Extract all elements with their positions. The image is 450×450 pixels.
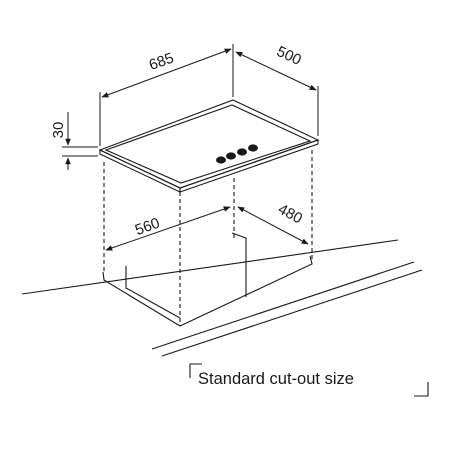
- caption-bracket: [189, 363, 429, 397]
- dim-hob-width: 685: [99, 44, 234, 146]
- dim-hob-depth: 500: [235, 43, 319, 136]
- dim-label-hob-width: 685: [147, 50, 176, 75]
- control-knobs: [216, 144, 258, 164]
- projection-lines: [103, 150, 313, 326]
- knob: [226, 152, 236, 160]
- dim-label-cutout-width: 560: [133, 215, 162, 240]
- knob: [248, 144, 258, 152]
- caption-text: Standard cut-out size: [198, 370, 354, 388]
- dim-hob-height: 30: [50, 112, 98, 170]
- dim-label-hob-depth: 500: [274, 43, 304, 69]
- dim-cutout-depth: 480: [237, 201, 309, 245]
- dim-label-cutout-depth: 480: [275, 201, 305, 228]
- cutout-opening: [102, 232, 313, 327]
- dim-label-hob-height: 30: [50, 122, 67, 139]
- hob: [98, 99, 320, 193]
- knob: [237, 148, 247, 156]
- countertop: [21, 239, 423, 357]
- dim-cutout-width: 560: [105, 206, 231, 251]
- knob: [216, 156, 226, 164]
